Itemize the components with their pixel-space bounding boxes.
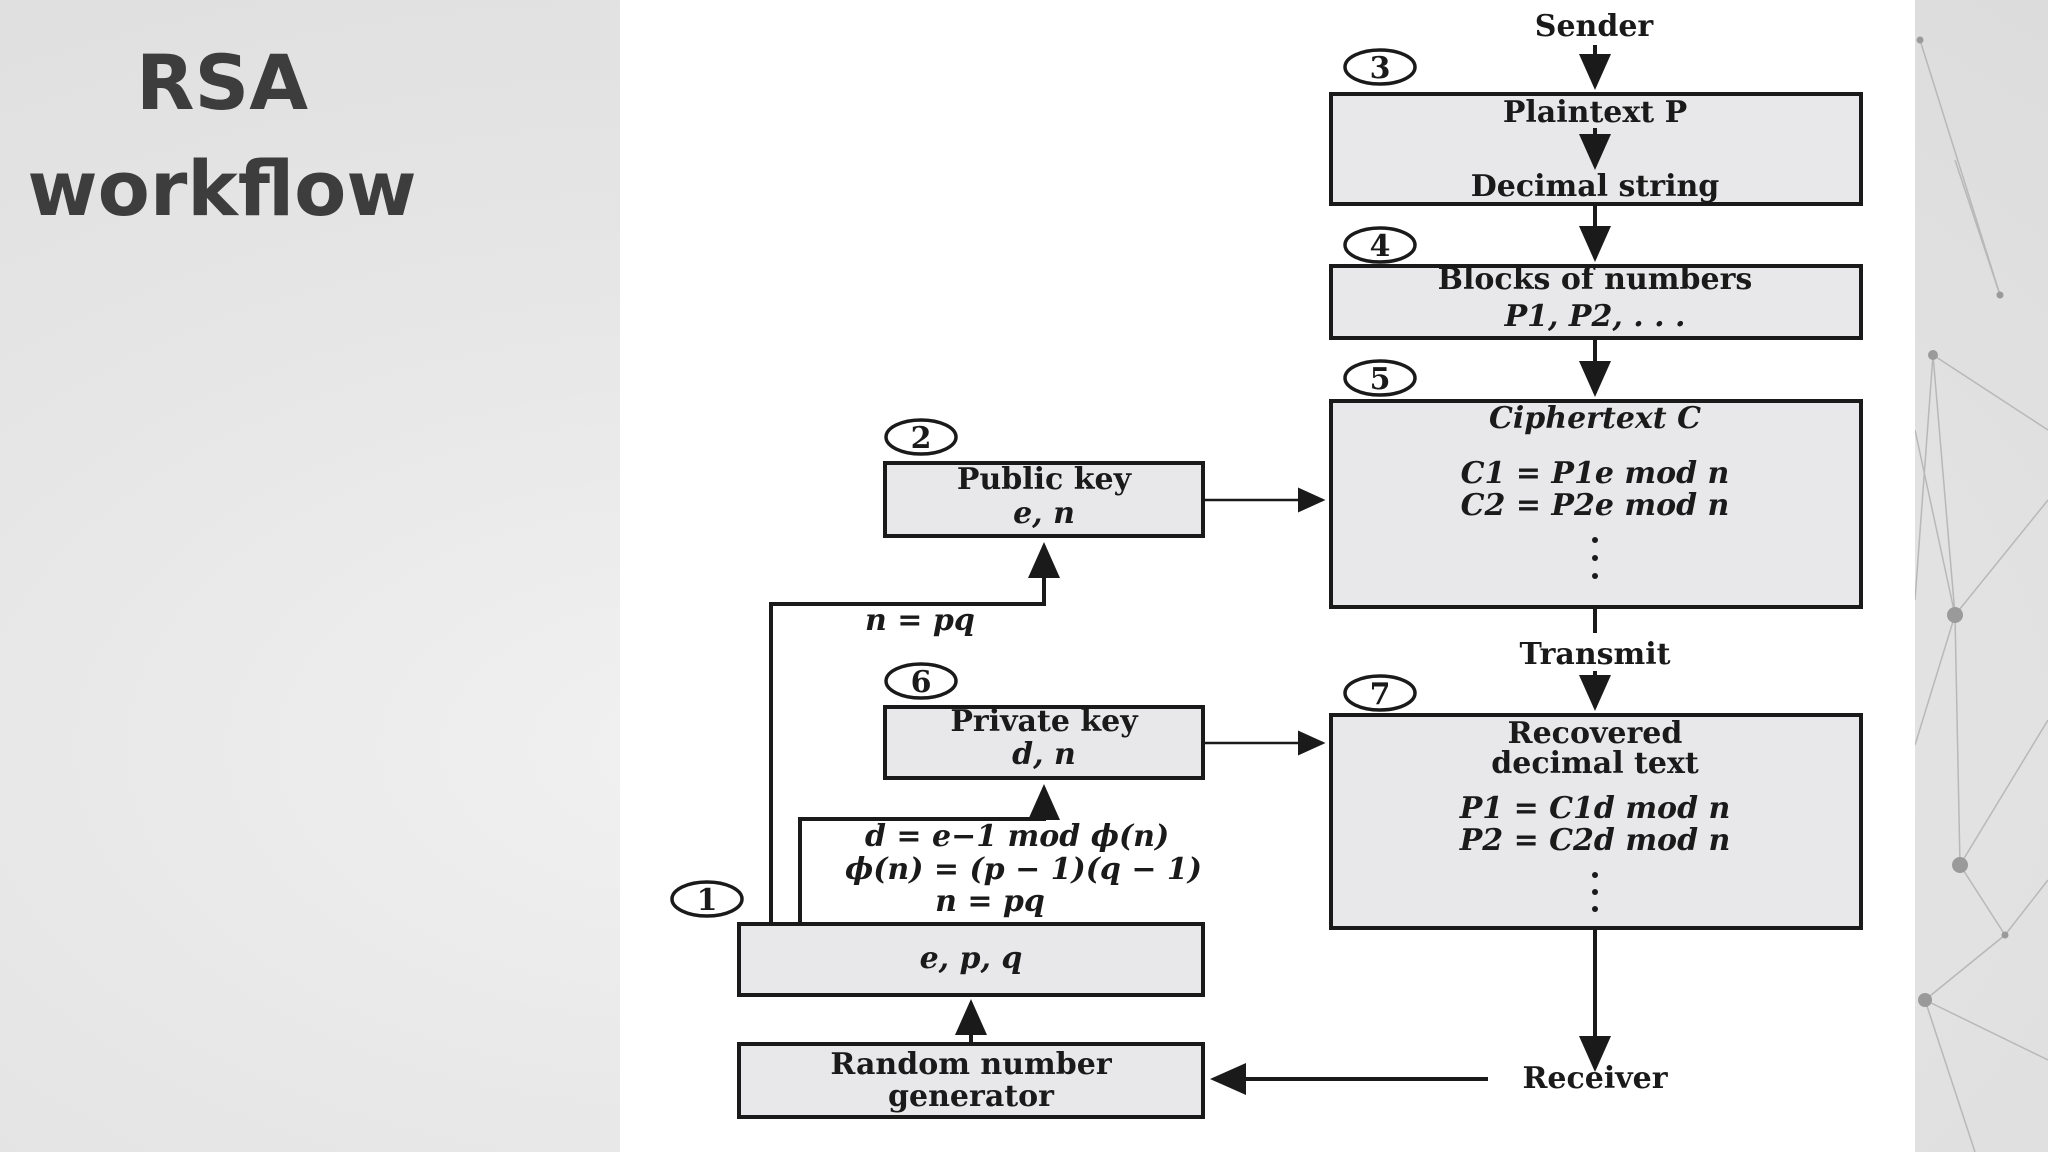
public-key-values: e, n bbox=[1013, 496, 1075, 531]
n-equals-pq-label-2: n = pq bbox=[935, 884, 1045, 919]
slide-title-line1: RSA bbox=[135, 38, 309, 127]
ciphertext-dot bbox=[1592, 573, 1598, 579]
plaintext-label: Plaintext P bbox=[1503, 95, 1687, 130]
step-4-number: 4 bbox=[1370, 229, 1391, 264]
step-3-circle bbox=[1343, 48, 1417, 86]
rng-line1: Random number bbox=[830, 1047, 1112, 1082]
recovered-eq2: P2 = C2d mod n bbox=[1459, 823, 1731, 858]
recovered-line2: decimal text bbox=[1491, 746, 1699, 781]
recovered-dot bbox=[1592, 872, 1598, 878]
rng-box bbox=[737, 1042, 1205, 1119]
transmit-label-bg bbox=[1480, 633, 1710, 671]
network-decoration bbox=[1915, 36, 2048, 1152]
private-key-label: Private key bbox=[950, 704, 1139, 739]
ciphertext-eq2: C2 = P2e mod n bbox=[1461, 488, 1730, 523]
public-key-label: Public key bbox=[957, 462, 1133, 497]
step-6-circle bbox=[884, 662, 958, 700]
epq-box bbox=[737, 922, 1205, 997]
slide-title-line2: workflow bbox=[27, 144, 417, 234]
diagram-panel: Sender 3 Plaintext P Decimal string 4 Bl… bbox=[620, 0, 1915, 1152]
rng-line2: generator bbox=[888, 1079, 1055, 1114]
step-5-number: 5 bbox=[1370, 362, 1391, 397]
step-4-circle bbox=[1343, 226, 1417, 264]
step-1-circle bbox=[670, 880, 744, 918]
step-5-circle bbox=[1343, 359, 1417, 397]
step-7-number: 7 bbox=[1370, 677, 1391, 712]
n-equals-pq-label: n = pq bbox=[865, 603, 975, 638]
transmit-label: Transmit bbox=[1519, 637, 1670, 672]
step-6-number: 6 bbox=[911, 665, 932, 700]
step-7-circle bbox=[1343, 674, 1417, 712]
step-2-circle bbox=[884, 418, 958, 456]
recovered-dot bbox=[1592, 906, 1598, 912]
decimal-string-label: Decimal string bbox=[1471, 169, 1720, 204]
step-3-number: 3 bbox=[1370, 51, 1391, 86]
phi-equation-label: ϕ(n) = (p − 1)(q − 1) bbox=[845, 852, 1202, 887]
line-epq-to-private-key bbox=[798, 784, 1060, 922]
public-key-box bbox=[883, 461, 1205, 538]
line-epq-to-public-key bbox=[769, 542, 1060, 922]
rsa-workflow-diagram: Sender 3 Plaintext P Decimal string 4 Bl… bbox=[670, 9, 1863, 1119]
ciphertext-dot bbox=[1592, 555, 1598, 561]
recovered-line1: Recovered bbox=[1508, 716, 1683, 751]
blocks-values: P1, P2, . . . bbox=[1504, 299, 1686, 334]
ciphertext-box bbox=[1329, 399, 1863, 609]
ciphertext-eq1: C1 = P1e mod n bbox=[1461, 456, 1730, 491]
ciphertext-dot bbox=[1592, 537, 1598, 543]
sender-label: Sender bbox=[1535, 9, 1655, 44]
step-2-number: 2 bbox=[911, 421, 932, 456]
d-equation-label: d = e−1 mod ϕ(n) bbox=[865, 819, 1169, 854]
receiver-label: Receiver bbox=[1522, 1061, 1668, 1096]
slide-title: RSA workflow bbox=[22, 30, 422, 243]
epq-label: e, p, q bbox=[920, 941, 1023, 976]
ciphertext-title: Ciphertext C bbox=[1489, 401, 1701, 436]
private-key-values: d, n bbox=[1012, 737, 1076, 772]
blocks-label: Blocks of numbers bbox=[1438, 262, 1753, 297]
step-1-number: 1 bbox=[697, 883, 718, 918]
recovered-dot bbox=[1592, 889, 1598, 895]
recovered-eq1: P1 = C1d mod n bbox=[1459, 791, 1731, 826]
